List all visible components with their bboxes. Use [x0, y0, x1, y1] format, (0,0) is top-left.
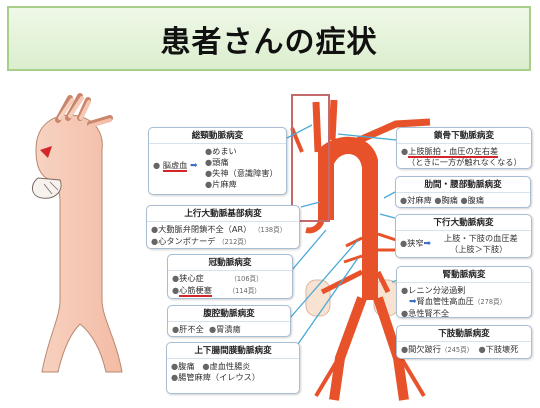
mesenteric-item: 腸管麻痺（イレウス） [178, 372, 261, 382]
descending-lesion: 狭窄 [407, 238, 424, 248]
intercostal-item: 対麻痺 [407, 195, 432, 205]
coronary-item: 狭心症 [179, 273, 204, 283]
subclavian-line: （ときに一方が触れなくなる） [407, 157, 522, 167]
ascending-item: 心タンポナーデ [158, 236, 216, 246]
renal-line: レニン分泌過剰 [408, 285, 466, 295]
mesenteric-title: 上下腸間膜動脈病変 [167, 343, 299, 359]
carotid-symptom: 失神（意識障害） [212, 168, 278, 178]
slide-title: 患者さんの症状 [160, 24, 378, 60]
coronary-title: 冠動脈病変 [168, 255, 292, 271]
descending-line: （上肢＞下肢） [450, 244, 508, 254]
arrow-icon: ➡ [409, 297, 417, 307]
renal-line: 腎血管性高血圧 [416, 296, 474, 306]
subclavian-title: 鎖骨下動脈病変 [397, 128, 531, 144]
page-ref: （278頁） [473, 298, 507, 306]
mesenteric-item: 腹痛 [178, 361, 195, 371]
intercostal-box: 肋間・腰部動脈病変 ●対麻痺 ●胸痛 ●腹痛 [395, 176, 531, 208]
renal-title: 腎動脈病変 [397, 267, 531, 283]
small-aorta-diagram [32, 93, 123, 373]
celiac-item: 胃潰瘍 [216, 324, 241, 334]
page-ref: （245頁） [440, 346, 474, 354]
arrow-icon: ➡ [189, 161, 198, 171]
mesenteric-item: 虚血性腸炎 [209, 361, 251, 371]
arrow-icon: ➡ [423, 239, 432, 249]
celiac-item: 肝不全 [179, 324, 204, 334]
intercostal-title: 肋間・腰部動脈病変 [396, 177, 530, 193]
ascending-aorta-box: 上行大動脈基部病変 ●大動脈弁閉鎖不全（AR） （138頁） ●心タンポナーデ … [146, 205, 300, 249]
carotid-symptom: めまい [212, 146, 237, 156]
page-ref: （138頁） [253, 226, 287, 234]
intercostal-item: 胸痛 [441, 195, 458, 205]
subclavian-line: 上肢脈拍・血圧の左右差 [408, 146, 499, 158]
ascending-title: 上行大動脈基部病変 [147, 206, 299, 222]
coronary-box: 冠動脈病変 ●狭心症 （106頁） ●心筋梗塞 （114頁） [167, 254, 293, 299]
page-ref: （212頁） [218, 238, 251, 246]
mesenteric-box: 上下腸間膜動脈病変 ●腹痛 ●虚血性腸炎 ●腸管麻痺（イレウス） [166, 342, 300, 394]
intercostal-item: 腹痛 [467, 195, 485, 205]
coronary-item: 心筋梗塞 [179, 285, 212, 297]
page-ref: （114頁） [228, 287, 261, 295]
page-ref: （106頁） [230, 275, 263, 283]
descending-aorta-box: 下行大動脈病変 ●狭窄➡ 上肢・下肢の血圧差 （上肢＞下肢） [395, 214, 532, 258]
lower-limb-title: 下肢動脈病変 [397, 326, 531, 342]
celiac-box: 腹腔動脈病変 ●肝不全 ●胃潰瘍 [167, 305, 291, 337]
renal-box: 腎動脈病変 ●レニン分泌過剰 ➡腎血管性高血圧（278頁） ●急性腎不全 [396, 266, 532, 318]
lower-limb-box: 下肢動脈病変 ●間欠跛行（245頁） ●下肢壊死 [396, 325, 532, 359]
descending-title: 下行大動脈病変 [396, 215, 531, 231]
descending-line: 上肢・下肢の血圧差 [444, 233, 518, 243]
lower-limb-item: 間欠跛行 [408, 344, 441, 354]
title-banner: 患者さんの症状 [7, 6, 531, 71]
carotid-lesion-label: 脳虚血 [162, 160, 188, 172]
ascending-item: 大動脈弁閉鎖不全（AR） [158, 224, 252, 234]
renal-line: 急性腎不全 [408, 308, 450, 318]
carotid-symptom: 片麻痺 [212, 179, 237, 189]
celiac-title: 腹腔動脈病変 [168, 306, 290, 322]
carotid-title: 総頸動脈病変 [149, 128, 286, 144]
subclavian-box: 鎖骨下動脈病変 ●上肢脈拍・血圧の左右差 （ときに一方が触れなくなる） [396, 127, 532, 169]
carotid-lesion-box: 総頸動脈病変 ● 脳虚血 ➡ ●めまい ●頭痛 ●失神（意識障害） ●片麻痺 [148, 127, 287, 195]
carotid-symptom: 頭痛 [212, 157, 229, 167]
lower-limb-item: 下肢壊死 [485, 344, 519, 354]
